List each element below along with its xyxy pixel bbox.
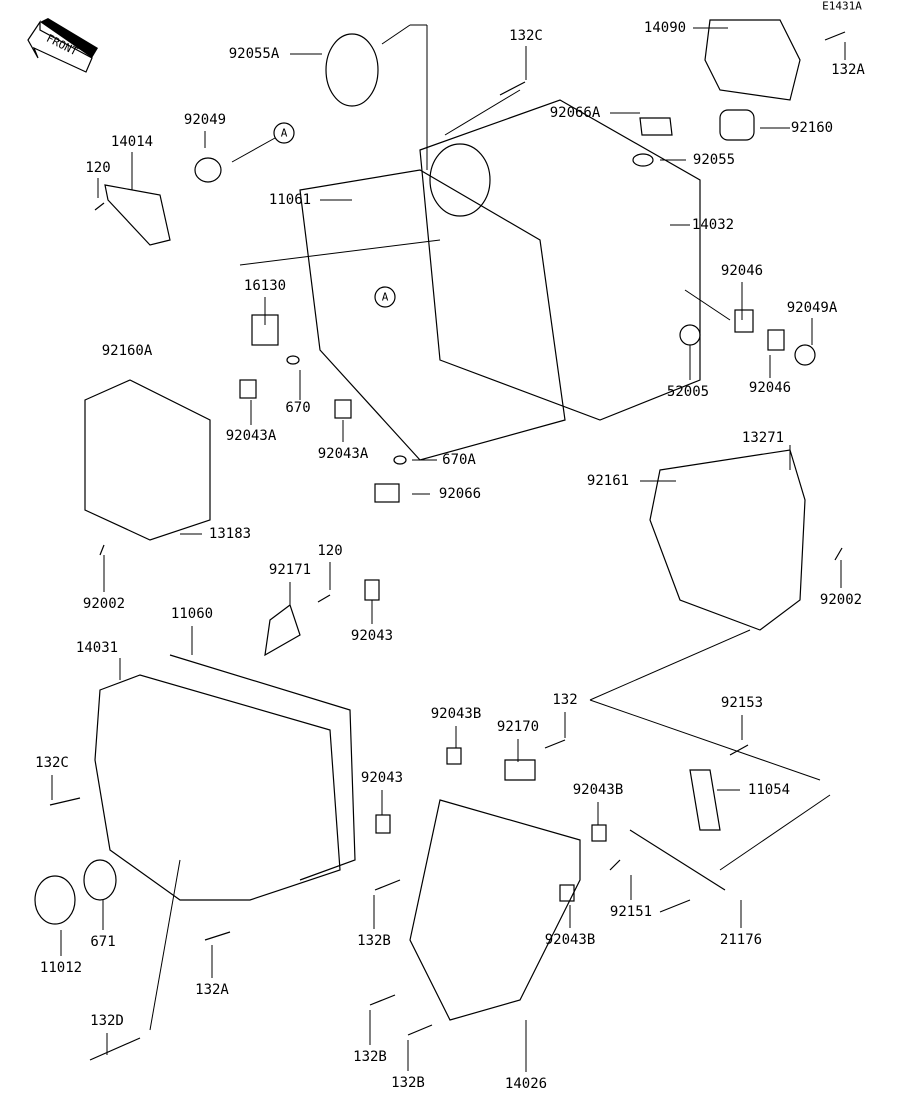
part-label[interactable]: 13183 bbox=[208, 526, 252, 542]
part-label[interactable]: 670 bbox=[285, 400, 311, 416]
part-label[interactable]: 92055 bbox=[692, 152, 736, 168]
part-label[interactable]: 92161 bbox=[586, 473, 630, 489]
part-label[interactable]: 92043 bbox=[350, 628, 394, 644]
part-label[interactable]: 92049 bbox=[183, 112, 227, 128]
part-label[interactable]: 92002 bbox=[82, 596, 126, 612]
part-label[interactable]: 132D bbox=[90, 1013, 124, 1029]
part-label[interactable]: 14090 bbox=[643, 20, 687, 36]
ref-circle-a-mid bbox=[374, 286, 396, 308]
part-label[interactable]: 671 bbox=[90, 934, 116, 950]
part-label[interactable]: 14014 bbox=[110, 134, 154, 150]
part-label[interactable]: 92170 bbox=[496, 719, 540, 735]
part-label[interactable]: 16130 bbox=[243, 278, 287, 294]
part-label[interactable]: 132B bbox=[353, 1049, 387, 1065]
part-label[interactable]: 92066A bbox=[549, 105, 601, 121]
leader-lines bbox=[51, 24, 846, 1072]
part-label[interactable]: 14032 bbox=[691, 217, 735, 233]
part-label[interactable]: 14031 bbox=[75, 640, 119, 656]
part-label[interactable]: 92160A bbox=[101, 343, 153, 359]
ref-circle-a-top bbox=[273, 122, 295, 144]
diagram-code: E1431A bbox=[822, 0, 862, 13]
part-label[interactable]: 120 bbox=[85, 160, 111, 176]
part-label[interactable]: 132A bbox=[195, 982, 229, 998]
part-label[interactable]: 52005 bbox=[666, 384, 710, 400]
part-label[interactable]: 92043B bbox=[430, 706, 482, 722]
part-label[interactable]: 120 bbox=[317, 543, 343, 559]
part-shapes bbox=[34, 19, 846, 1061]
part-label[interactable]: 92043 bbox=[360, 770, 404, 786]
part-label[interactable]: 132 bbox=[552, 692, 578, 708]
part-label[interactable]: 132C bbox=[509, 28, 543, 44]
part-label[interactable]: 21176 bbox=[719, 932, 763, 948]
part-label[interactable]: 132B bbox=[391, 1075, 425, 1091]
ref-marker-a: A bbox=[381, 290, 389, 304]
part-label[interactable]: 11054 bbox=[747, 782, 791, 798]
part-label[interactable]: 92171 bbox=[268, 562, 312, 578]
part-label[interactable]: 92066 bbox=[438, 486, 482, 502]
part-label[interactable]: 92043A bbox=[317, 446, 369, 462]
part-label[interactable]: 92160 bbox=[790, 120, 834, 136]
part-label[interactable]: 92043B bbox=[572, 782, 624, 798]
part-label[interactable]: 92151 bbox=[609, 904, 653, 920]
part-label[interactable]: 11061 bbox=[268, 192, 312, 208]
part-label[interactable]: 92046 bbox=[748, 380, 792, 396]
front-arrow-icon bbox=[27, 18, 98, 73]
part-label[interactable]: 14026 bbox=[504, 1076, 548, 1092]
part-label[interactable]: 670A bbox=[442, 452, 476, 468]
part-label[interactable]: 132A bbox=[831, 62, 865, 78]
part-label[interactable]: 92043A bbox=[225, 428, 277, 444]
part-label[interactable]: 92002 bbox=[819, 592, 863, 608]
part-label[interactable]: 92055A bbox=[228, 46, 280, 62]
part-label[interactable]: 92049A bbox=[786, 300, 838, 316]
part-label[interactable]: 132B bbox=[357, 933, 391, 949]
part-label[interactable]: 11012 bbox=[39, 960, 83, 976]
part-label[interactable]: 92153 bbox=[720, 695, 764, 711]
part-label[interactable]: 92046 bbox=[720, 263, 764, 279]
part-label[interactable]: 132C bbox=[35, 755, 69, 771]
part-label[interactable]: 92043B bbox=[544, 932, 596, 948]
part-label[interactable]: 13271 bbox=[741, 430, 785, 446]
part-label[interactable]: 11060 bbox=[170, 606, 214, 622]
ref-marker-a: A bbox=[280, 126, 288, 140]
